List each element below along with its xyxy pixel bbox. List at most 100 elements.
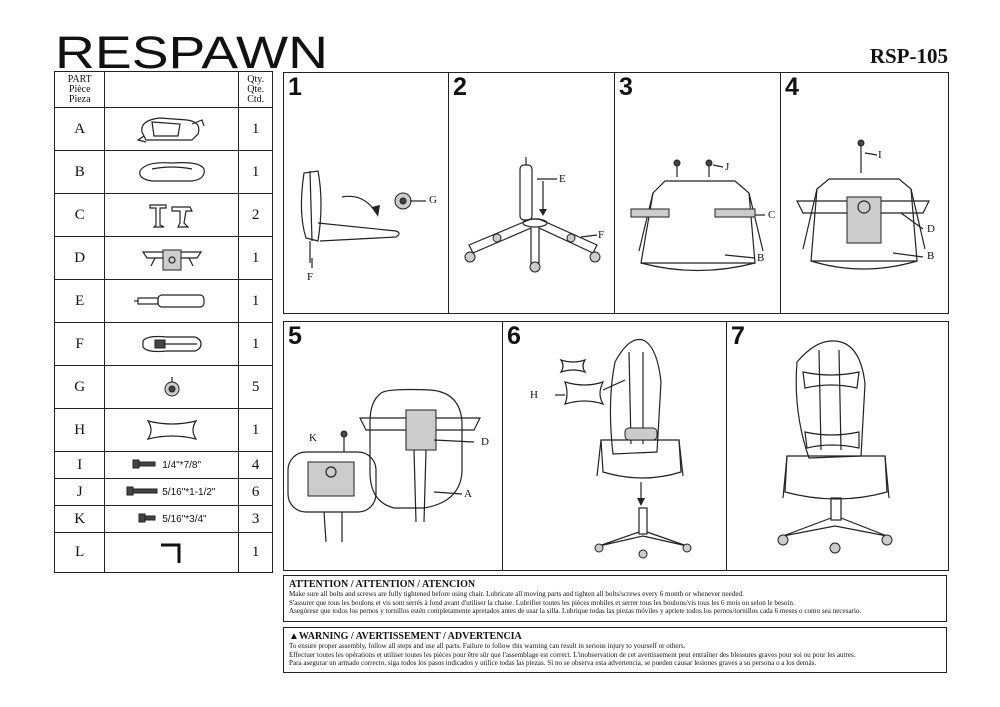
mechanism-icon: [141, 249, 203, 271]
part-illustration: [104, 107, 240, 151]
label-a: A: [464, 488, 472, 500]
table-row: K 5/16"*3/4" 3: [53, 505, 273, 533]
table-row: D 1: [53, 236, 273, 280]
step-4-panel: 4 I D B: [780, 72, 949, 314]
warning-line-fr: Effectuer toutes les opérations et utili…: [289, 650, 856, 659]
part-illustration: [104, 236, 240, 280]
part-letter: L: [53, 532, 106, 573]
base-icon: [142, 335, 202, 353]
step-number: 7: [731, 322, 745, 350]
parts-table: PART Pièce Pieza Qty. Qte. Ctd. A 1 B: [53, 71, 273, 573]
part-letter: I: [53, 451, 106, 479]
part-letter: J: [53, 478, 106, 506]
part-qty: 4: [238, 451, 273, 479]
label-b: B: [927, 250, 935, 262]
step-2-panel: 2 E F: [448, 72, 616, 314]
qty-header-en: Qty.: [247, 73, 265, 85]
part-illustration: [104, 193, 240, 237]
part-letter: K: [53, 505, 106, 533]
table-row: F 1: [53, 322, 273, 366]
qty-header-fr: Qte.: [247, 83, 265, 95]
qty-header: Qty. Qte. Ctd.: [238, 71, 273, 108]
part-qty: 1: [238, 236, 273, 280]
part-qty: 3: [238, 505, 273, 533]
part-qty: 5: [238, 365, 273, 409]
table-row: I 1/4"*7/8" 4: [53, 451, 273, 479]
table-row: H 1: [53, 408, 273, 452]
step-number: 1: [288, 73, 302, 101]
part-letter: D: [53, 236, 106, 280]
label-f: F: [307, 271, 314, 283]
part-letter: C: [53, 193, 106, 237]
step-number: 5: [288, 322, 302, 350]
respawn-logo: RESPAWN: [55, 30, 328, 70]
step-1-panel: 1 G F: [283, 72, 450, 314]
step-6-panel: 6 H: [502, 321, 728, 571]
table-row: J 5/16"*1-1/2" 6: [53, 478, 273, 506]
part-qty: 1: [238, 107, 273, 151]
part-letter: E: [53, 279, 106, 323]
step-3-illustration: [630, 159, 765, 272]
table-row: E 1: [53, 279, 273, 323]
table-header-row: PART Pièce Pieza Qty. Qte. Ctd.: [53, 71, 273, 108]
part-illustration: 5/16"*1-1/2": [104, 478, 240, 506]
part-letter: A: [53, 107, 106, 151]
step-number: 4: [785, 73, 799, 101]
qty-header-es: Ctd.: [247, 93, 265, 105]
label-g: G: [429, 194, 437, 206]
seat-assembly-icon: [136, 117, 205, 143]
model-number: RSP-105: [869, 44, 948, 68]
attention-line-fr: S'assurer que tous les boulons et vis so…: [289, 598, 795, 607]
table-row: G 5: [53, 365, 273, 409]
step-5-panel: 5 K D A: [283, 321, 504, 571]
warning-title: WARNING / AVERTISSEMENT / ADVERTENCIA: [298, 631, 522, 642]
part-letter: F: [53, 322, 106, 366]
step-7-illustration: [777, 340, 893, 554]
part-illustration: [104, 150, 240, 194]
table-row: A 1: [53, 107, 273, 151]
warning-notice: ▲WARNING / AVERTISSEMENT / ADVERTENCIA T…: [283, 627, 947, 673]
part-qty: 1: [238, 532, 273, 573]
table-row: L 1: [53, 532, 273, 573]
part-spec: 1/4"*7/8": [162, 459, 202, 471]
illustration-header: [104, 71, 240, 108]
brand-text: RESPAWN: [55, 30, 328, 70]
label-c: C: [768, 209, 776, 221]
step-3-panel: 3 J C B: [614, 72, 782, 314]
label-b: B: [757, 252, 765, 264]
attention-notice: ATTENTION / ATTENTION / ATENCION Make su…: [283, 575, 947, 622]
step-4-illustration: [796, 139, 930, 270]
bolt-icon: [109, 459, 159, 472]
step-5-illustration: [287, 388, 481, 543]
part-qty: 2: [238, 193, 273, 237]
armrests-icon: [149, 204, 193, 228]
warning-triangle-icon: ▲: [289, 631, 299, 642]
part-qty: 1: [238, 408, 273, 452]
table-row: B 1: [53, 150, 273, 194]
warning-line-en: To ensure proper assembly, follow all st…: [289, 642, 686, 650]
label-d: D: [481, 436, 489, 448]
part-qty: 1: [238, 322, 273, 366]
caster-icon: [164, 377, 180, 397]
step-1-illustration: [300, 170, 426, 268]
bolt-icon: [109, 486, 159, 499]
label-e: E: [559, 173, 566, 185]
part-qty: 1: [238, 150, 273, 194]
label-k: K: [309, 432, 317, 444]
part-header: PART Pièce Pieza: [53, 71, 106, 108]
pillow-icon: [146, 420, 198, 440]
part-header-fr: Pièce: [68, 83, 91, 95]
step-number: 2: [453, 73, 467, 101]
step-2-illustration: [464, 157, 601, 273]
step-6-illustration: [555, 338, 692, 559]
part-illustration: 5/16"*3/4": [104, 505, 240, 533]
part-illustration: [104, 279, 240, 323]
part-letter: H: [53, 408, 106, 452]
step-number: 6: [507, 322, 521, 350]
part-illustration: [104, 532, 240, 573]
bolt-icon: [109, 513, 159, 526]
warning-line-es: Para asegurar un armado correcto, siga t…: [289, 659, 817, 668]
gas-lift-icon: [133, 294, 205, 308]
part-qty: 1: [238, 279, 273, 323]
label-d: D: [927, 223, 935, 235]
